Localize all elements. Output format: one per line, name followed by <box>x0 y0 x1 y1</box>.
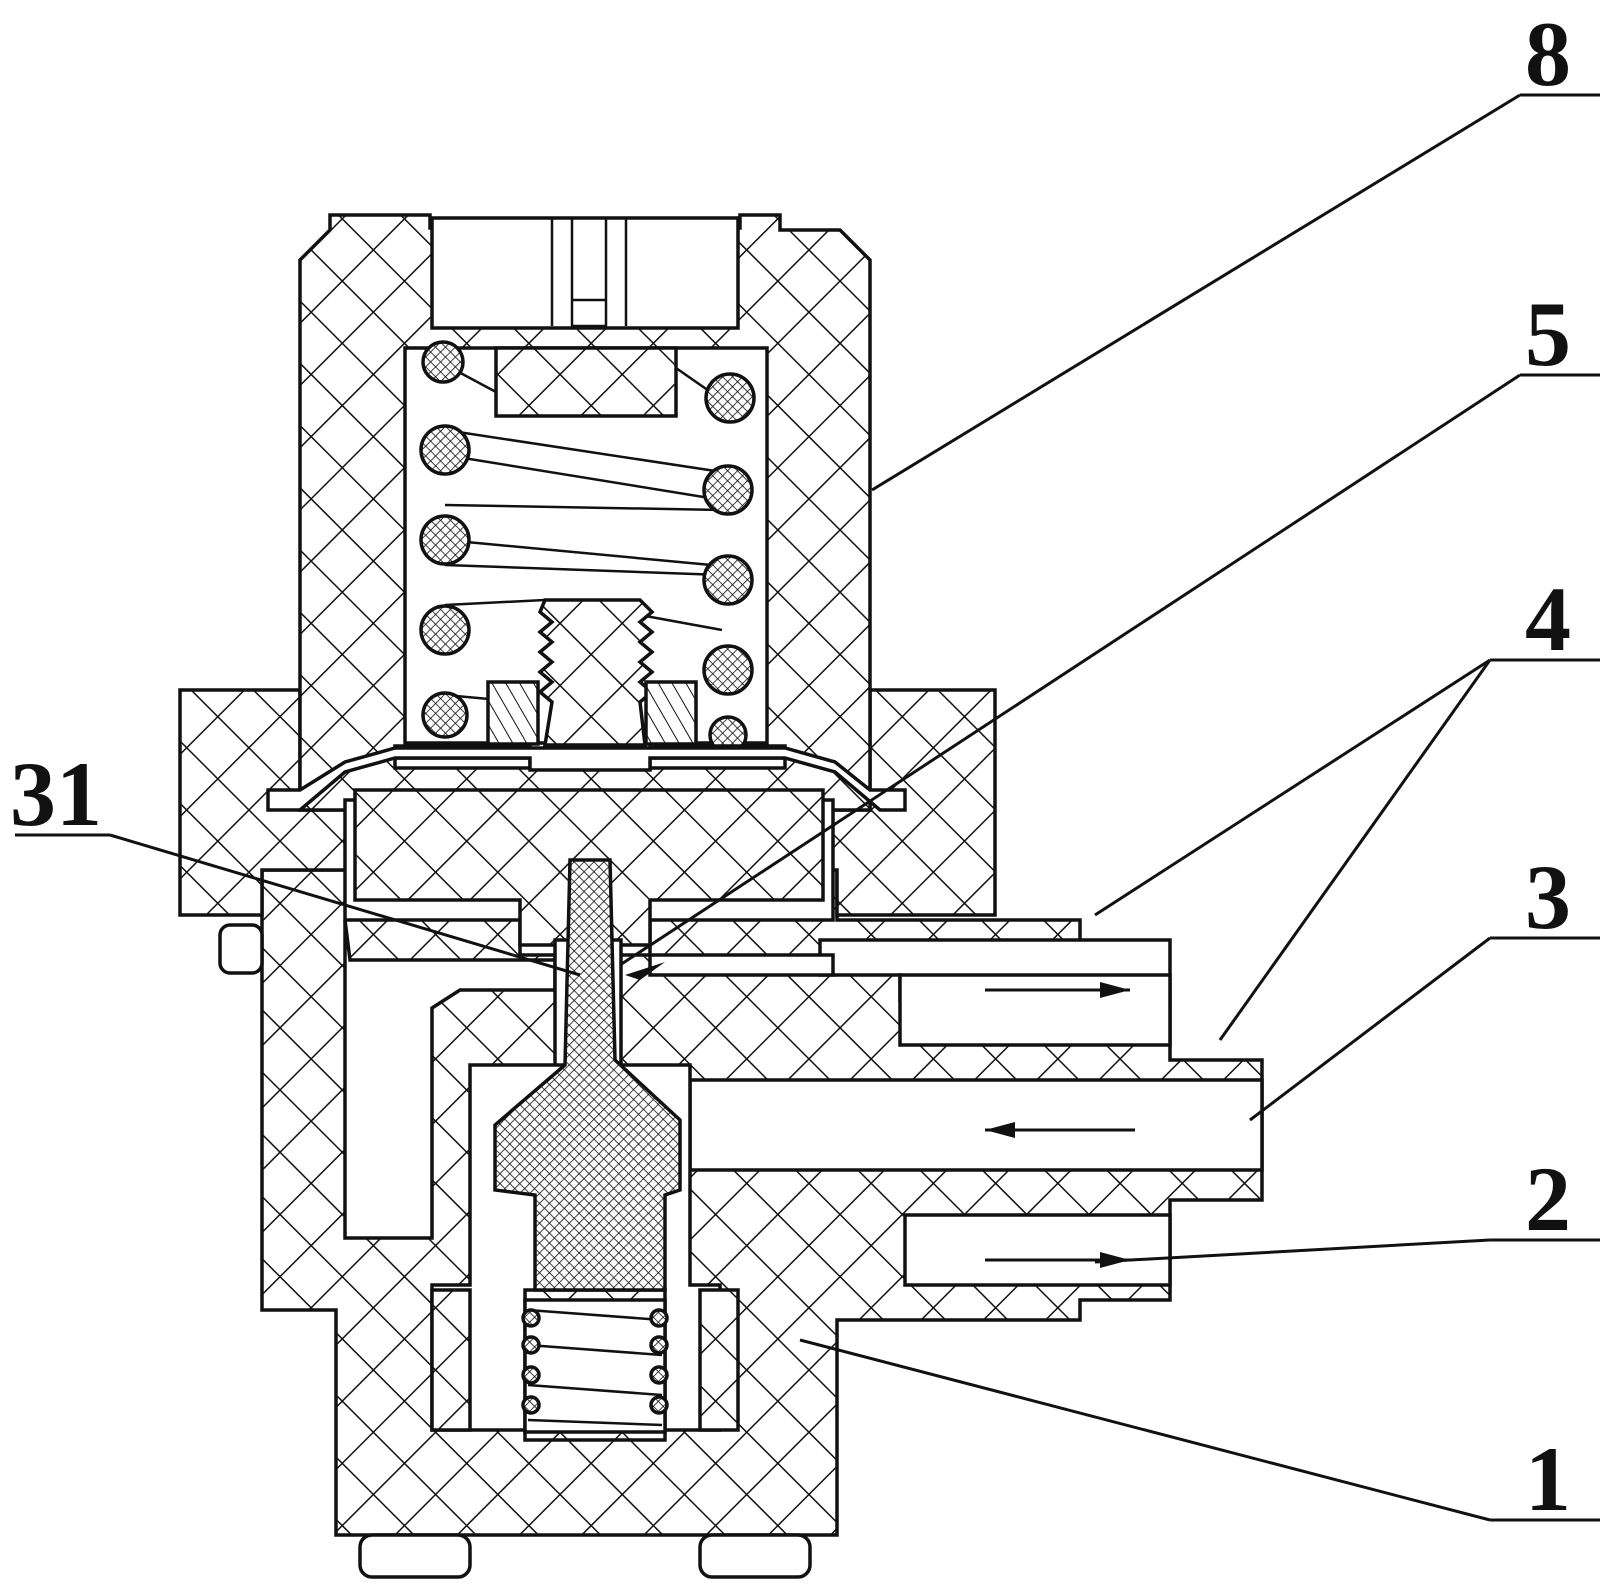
label-4: 4 <box>1525 568 1571 670</box>
label-8: 8 <box>1525 3 1571 105</box>
label-31: 31 <box>10 743 102 845</box>
leader-lines <box>15 93 1600 1522</box>
arrow-small-center <box>625 962 665 980</box>
label-2: 2 <box>1525 1148 1571 1250</box>
label-3: 3 <box>1525 846 1571 948</box>
lower-chamber <box>218 788 1264 1579</box>
label-5: 5 <box>1525 283 1571 385</box>
arrow-left-middle <box>985 1122 1015 1138</box>
diaphragm <box>266 746 907 812</box>
part-labels: 8 5 4 31 3 2 1 <box>10 3 1571 1530</box>
arrow-right-upper <box>1100 982 1130 998</box>
label-1: 1 <box>1525 1428 1571 1530</box>
bonnet-internals <box>393 216 787 770</box>
